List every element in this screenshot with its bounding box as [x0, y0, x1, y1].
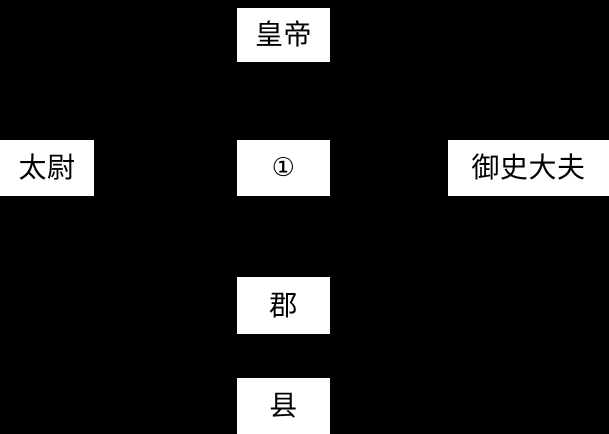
- connector-emperor-to-blank: [283, 62, 285, 140]
- node-taiwei-label: 太尉: [18, 151, 76, 184]
- node-emperor-label: 皇帝: [254, 18, 313, 51]
- node-blank-label: ①: [271, 153, 296, 183]
- node-jun: 郡: [237, 277, 330, 334]
- node-blank-placeholder: ①: [237, 140, 330, 196]
- node-yushi-dafu: 御史大夫: [448, 140, 609, 196]
- node-taiwei: 太尉: [0, 140, 94, 196]
- node-yushi-dafu-label: 御史大夫: [471, 151, 586, 184]
- node-xian: 县: [237, 378, 330, 434]
- node-jun-label: 郡: [269, 288, 298, 322]
- node-xian-label: 县: [269, 389, 298, 422]
- connector-jun-to-xian: [283, 334, 285, 378]
- connector-blank-to-jun: [283, 196, 285, 277]
- node-emperor: 皇帝: [237, 8, 330, 62]
